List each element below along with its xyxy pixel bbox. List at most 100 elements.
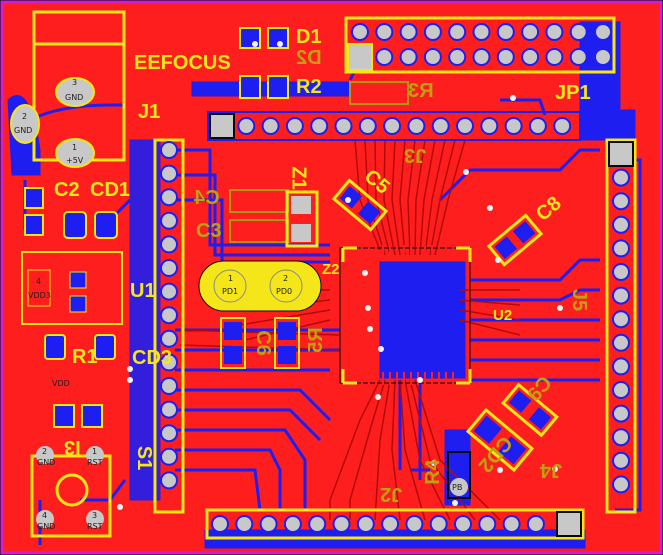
left-header-pin [160,282,178,301]
right-header-pin [612,215,630,234]
s1-pin2-num: 2 [42,447,48,456]
jp1-header-pin [399,48,418,66]
j3-header-pin [504,117,523,135]
c4-label: C4 [194,187,220,209]
z2-pin1-name: PD1 [222,287,239,296]
j3-header-pin [310,117,329,135]
u2-footprint [339,245,472,385]
jp1-header-pin [448,23,467,41]
s1-pin3-name: RST [87,522,103,531]
j3-header-pin [480,117,499,135]
z2-pin2-num: 2 [283,274,289,283]
right-header-pin [612,333,630,352]
j3-header-pin [261,117,280,135]
right-header-pin [612,451,630,470]
s1-pin1-name: RST [87,458,103,467]
bottom-header-pin [235,515,254,533]
j3-header [207,111,581,141]
d1-label: D1 [296,26,322,48]
u1-label: U1 [130,280,156,302]
j3-label: J3 [404,144,427,166]
r3-bottom-outline [349,81,409,105]
pb-net-label: PB [452,483,463,492]
j3-header-pin [383,117,402,135]
bottom-header-pin [283,515,302,533]
j1-pin2-num: 2 [22,112,28,121]
right-header-pin [612,286,630,305]
j3-header-pin [456,117,474,135]
jp1-header [344,16,616,74]
r2-label: R2 [296,76,322,98]
c9-cd2-parts [465,382,559,473]
pb-pad [450,478,468,496]
r1-label: R1 [72,346,98,368]
jp1-header-pin [375,23,394,41]
vias [117,41,563,510]
cd1-label: CD1 [90,179,131,201]
right-header-pin [612,168,630,187]
j3-header-pin [553,117,572,135]
j1-pin3-num: 3 [72,78,78,87]
u1-regulator [21,251,123,325]
right-header-pin [612,310,630,329]
jp1-header-pin [545,48,564,66]
bottom-header-pin [526,515,545,533]
right-header-pin [612,263,630,281]
right-header-pin [612,192,630,211]
left-header-pin [160,447,178,466]
left-header-pin [160,211,178,230]
jp1-header-pin [521,23,540,41]
jp1-header-pin [545,23,564,41]
left-header-pin [160,377,178,395]
left-header-pin [160,400,178,419]
j1-pin1-name: +5V [66,156,84,165]
j3-header-pin [358,117,377,135]
z1-label: Z1 [287,166,310,190]
bottom-header-pin [356,515,375,533]
left-header-pin [160,306,178,325]
bottom-header-pin [478,515,497,533]
right-header-pin [612,404,630,423]
z2-pin2-name: PD0 [276,287,293,296]
z2-label: Z2 [322,261,340,278]
r1-pads [44,334,116,428]
bottom-header-pin [405,515,424,533]
d1-r2-pads [239,27,289,99]
bottom-pin-header [205,508,585,540]
d2-label: D2 [296,47,322,69]
c5-capacitor [331,178,389,232]
left-header-pin [160,353,178,372]
right-header-pin [612,475,630,494]
left-header-pin [160,471,178,490]
jp1-header-pin [448,48,467,66]
j1-label: J1 [138,101,161,123]
eefocus-label: EEFOCUS [134,52,231,74]
c3-label: C3 [196,220,222,242]
s1-reset-switch [30,446,112,538]
vdd-net-label: VDD [52,379,70,388]
j3-bottom-label: I3 [64,436,81,458]
jp1-header-pin [423,48,442,66]
s1-pin1-num: 1 [92,447,98,456]
j1-pin1-num: 1 [72,143,78,152]
z2-pin1-num: 1 [228,274,234,283]
bottom-header-pin [454,515,472,533]
jp1-header-pin [569,23,588,41]
jp1-header-pin [423,23,442,41]
left-header-pin [160,188,178,207]
right-pin-header [605,138,637,514]
left-header-pin [160,235,178,254]
j3-header-pin [431,117,450,135]
jp1-header-pin [496,23,515,41]
left-header-pin [160,259,178,277]
s1-pin4-num: 4 [42,511,48,520]
left-header-pin [160,164,178,183]
j3-header-pin [334,117,353,135]
z2-crystal [198,260,322,312]
j2-label: J2 [380,483,403,505]
bottom-header-pin [429,515,448,533]
bottom-header-pin [381,515,400,533]
j1-pin2-name: GND [14,126,33,135]
